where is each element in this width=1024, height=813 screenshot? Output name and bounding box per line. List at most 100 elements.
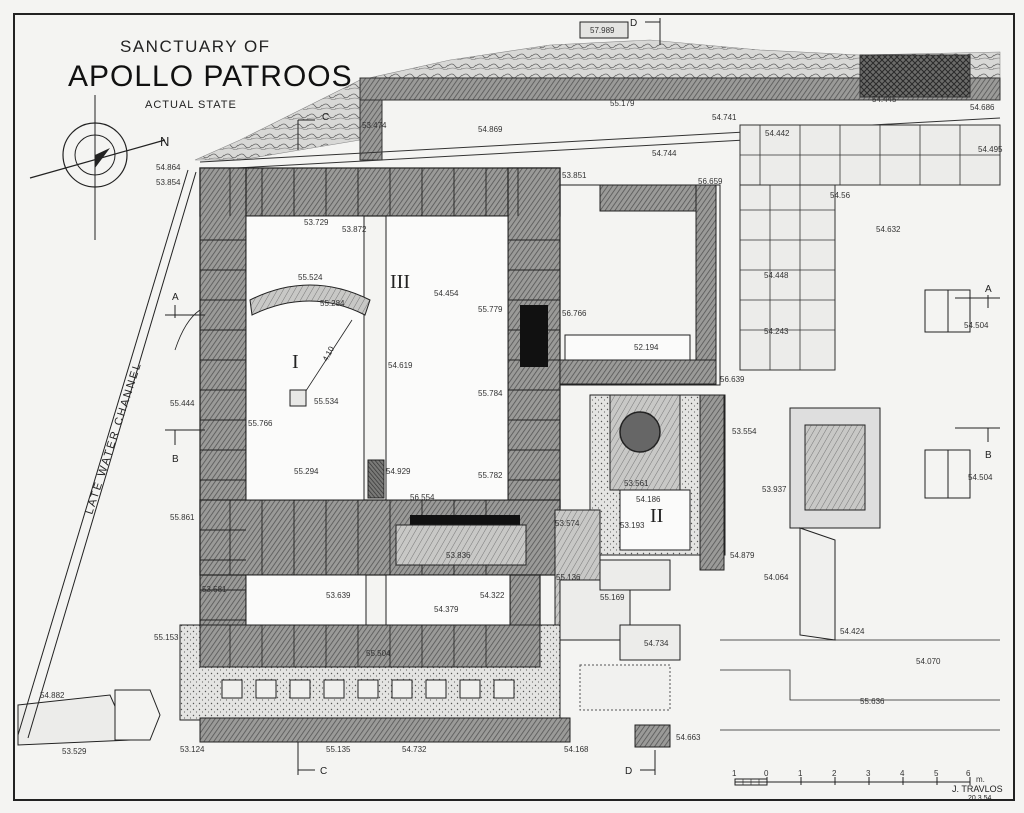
elevation-label: 53.124 bbox=[180, 745, 205, 754]
elevation-label: 53.937 bbox=[762, 485, 787, 494]
signature-date: 20.3.54 bbox=[968, 795, 991, 802]
room-one-label: I bbox=[292, 351, 299, 373]
foundation-wall bbox=[199, 624, 541, 668]
room-two-floor bbox=[619, 489, 691, 551]
elevation-label: 55.169 bbox=[600, 593, 625, 602]
section-d-top: D bbox=[630, 18, 637, 29]
elevation-label: 53.872 bbox=[342, 225, 367, 234]
elevation-label: 53.561 bbox=[624, 479, 649, 488]
svg-text:1: 1 bbox=[732, 769, 737, 778]
elevation-label: 54.619 bbox=[388, 361, 413, 370]
boundary-lines bbox=[720, 639, 1000, 731]
wall-segment bbox=[359, 99, 383, 161]
elevation-label: 55.444 bbox=[170, 399, 195, 408]
elevation-label: 54.424 bbox=[840, 627, 865, 636]
elevation-label: 53.851 bbox=[562, 171, 587, 180]
small-room bbox=[564, 334, 691, 361]
channel-label: LATE WATER CHANNEL bbox=[83, 360, 144, 516]
svg-text:3: 3 bbox=[866, 769, 871, 778]
wall-segment bbox=[559, 359, 717, 385]
east-blocks bbox=[739, 124, 1001, 371]
elevation-label: 55.766 bbox=[248, 419, 273, 428]
elevation-label: 54.454 bbox=[434, 289, 459, 298]
lower-room bbox=[245, 574, 367, 626]
elevation-label: 55.136 bbox=[556, 573, 581, 582]
svg-text:1: 1 bbox=[798, 769, 803, 778]
elevation-label: 54.632 bbox=[876, 225, 901, 234]
svg-text:2: 2 bbox=[832, 769, 837, 778]
elevation-label: 55.135 bbox=[326, 745, 351, 754]
svg-text:5: 5 bbox=[934, 769, 939, 778]
elevation-label: 56.639 bbox=[720, 375, 745, 384]
elevation-label: 53.474 bbox=[362, 121, 387, 130]
elevation-label: 54.070 bbox=[916, 657, 941, 666]
arc-line bbox=[174, 309, 201, 351]
elevation-label: 54.064 bbox=[764, 573, 789, 582]
elevation-label: 55.294 bbox=[294, 467, 319, 476]
svg-text:4: 4 bbox=[900, 769, 905, 778]
svg-text:6: 6 bbox=[966, 769, 971, 778]
elevation-label: 55.284 bbox=[320, 299, 345, 308]
foundation-fragment bbox=[17, 694, 131, 746]
section-a-right: A bbox=[985, 284, 992, 295]
elevation-label: 54.879 bbox=[730, 551, 755, 560]
signature-name: J. TRAVLOS bbox=[952, 784, 1003, 794]
lower-room bbox=[385, 574, 511, 626]
elevation-label: 54.495 bbox=[978, 145, 1003, 154]
elevation-label: 53.729 bbox=[304, 218, 329, 227]
north-label: N bbox=[160, 134, 169, 149]
room-three-floor bbox=[385, 215, 509, 501]
altar-base bbox=[289, 389, 307, 407]
elevation-label: 53.639 bbox=[326, 591, 351, 600]
elevation-label: 54.929 bbox=[386, 467, 411, 476]
elevation-label: 54.732 bbox=[402, 745, 427, 754]
section-b-left: B bbox=[172, 454, 179, 465]
block-fragment bbox=[579, 21, 629, 39]
bottom-wall bbox=[199, 717, 571, 743]
elevation-label: 53.529 bbox=[62, 747, 87, 756]
wall-line bbox=[799, 527, 836, 641]
elevation-label: 56.766 bbox=[562, 309, 587, 318]
section-b-right: B bbox=[985, 450, 992, 461]
elevation-label: 55.534 bbox=[314, 397, 339, 406]
svg-text:0: 0 bbox=[764, 769, 769, 778]
elevation-label: 55.782 bbox=[478, 471, 503, 480]
elevation-labels: 57.989 53.474 54.869 55.179 54.741 54.44… bbox=[40, 26, 1003, 756]
elevation-label: 53.193 bbox=[620, 521, 645, 530]
elevation-label: 53.836 bbox=[446, 551, 471, 560]
elevation-label: 54.864 bbox=[156, 163, 181, 172]
elevation-label: 53.574 bbox=[555, 519, 580, 528]
elevation-label: 54.56 bbox=[830, 191, 851, 200]
elevation-label: 54.186 bbox=[636, 495, 661, 504]
room-one-floor bbox=[245, 215, 365, 501]
title-line1: SANCTUARY OF bbox=[120, 37, 271, 56]
foundation-fragment bbox=[114, 689, 161, 741]
section-markers: A A B B C C D D bbox=[165, 18, 1000, 777]
elevation-label: 54.882 bbox=[40, 691, 65, 700]
wall-segment bbox=[695, 184, 717, 386]
round-feature bbox=[619, 411, 661, 453]
elevation-label: 55.504 bbox=[366, 649, 391, 658]
section-d-bottom: D bbox=[625, 766, 632, 777]
rubble-area bbox=[579, 664, 671, 711]
scale-bar: 1 0 1 2 3 4 5 6 m. bbox=[732, 769, 985, 786]
channel-line bbox=[27, 171, 197, 739]
frame-border bbox=[13, 13, 1015, 801]
title-line3: ACTUAL STATE bbox=[145, 99, 237, 111]
elevation-label: 54.663 bbox=[676, 733, 701, 742]
north-wall bbox=[359, 77, 1001, 101]
pier bbox=[367, 459, 385, 499]
elevation-label: 54.379 bbox=[434, 605, 459, 614]
block-group bbox=[599, 559, 671, 591]
elevation-label: 54.448 bbox=[764, 271, 789, 280]
elevation-label: 55.784 bbox=[478, 389, 503, 398]
room-three-label: III bbox=[390, 271, 410, 293]
elevation-label: 55.153 bbox=[154, 633, 179, 642]
elevation-label: 55.861 bbox=[170, 513, 195, 522]
elevation-label: 55.524 bbox=[298, 273, 323, 282]
elevation-label: 54.504 bbox=[964, 321, 989, 330]
block-fragment bbox=[634, 724, 671, 748]
wall-segment bbox=[699, 394, 725, 571]
north-arrow-icon bbox=[29, 95, 166, 240]
